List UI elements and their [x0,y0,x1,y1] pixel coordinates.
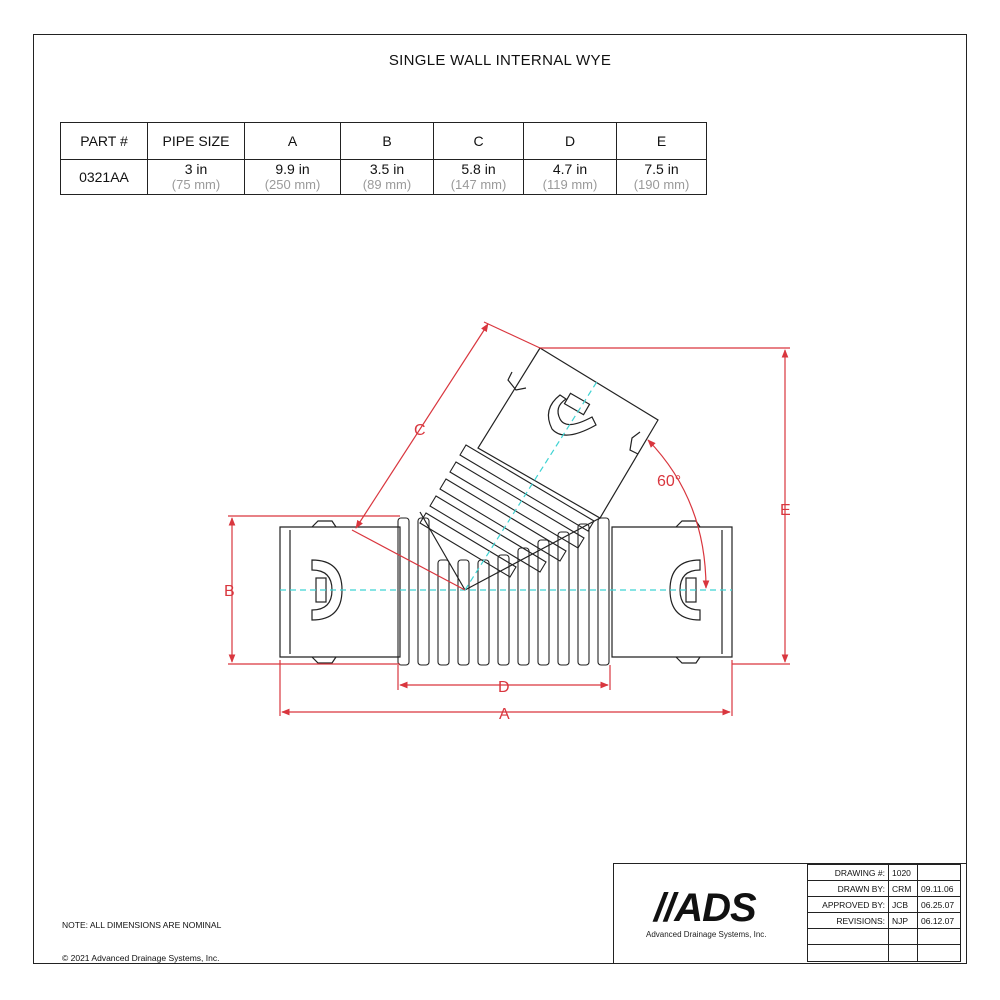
header-e: E [616,122,707,160]
pipe-size-in: 3 in [184,161,208,177]
dimension-lines [228,321,790,716]
drawn-by-label: DRAWN BY: [807,880,889,897]
branch-latch-left [507,371,527,391]
e-mm: (190 mm) [633,177,690,192]
approved-by-label: APPROVED BY: [807,896,889,913]
e-in: 7.5 in [644,161,679,177]
d-in: 4.7 in [552,161,588,177]
label-e: E [780,502,791,519]
left-latch-bottom [311,656,337,664]
right-hub [611,526,733,658]
right-latch-bottom [675,656,701,664]
corrugations [397,517,610,666]
dimensions-table: PART # PIPE SIZE A B C D E 0321AA 3 in(7… [60,122,707,195]
dimension-labels: A D B E C 60° [224,422,791,723]
header-pipe-size: PIPE SIZE [147,122,245,160]
logo-wordmark: //ADS [654,886,757,930]
c-in: 5.8 in [461,161,496,177]
header-part: PART # [60,122,148,160]
approved-by-row: APPROVED BY: JCB 06.25.07 [807,896,961,913]
pipe-size-mm: (75 mm) [171,177,221,192]
dimension-c-line [355,323,489,529]
branch-centerline [464,379,599,591]
left-clip [311,559,343,621]
drawn-by-date: 09.11.06 [917,880,961,897]
c-mm: (147 mm) [450,177,507,192]
centerlines [280,379,732,591]
copyright-text: © 2021 Advanced Drainage Systems, Inc. [62,953,220,963]
cell-c: 5.8 in(147 mm) [433,159,524,195]
main-pipe [279,517,733,666]
header-d: D [523,122,617,160]
branch-hub [477,347,659,519]
b-in: 3.5 in [369,161,405,177]
drawing-number-row: DRAWING #: 1020 [807,864,961,881]
drawing-number-label: DRAWING #: [807,864,889,881]
approved-by-initials: JCB [888,896,918,913]
angle-arc [647,439,710,589]
header-c: C [433,122,524,160]
branch-pipe [419,347,659,591]
label-d: D [498,679,510,696]
revisions-row: REVISIONS: NJP 06.12.07 [807,912,961,929]
branch-clip [547,394,597,436]
a-in: 9.9 in [275,161,310,177]
drawing-title: SINGLE WALL INTERNAL WYE [388,52,612,69]
label-b: B [224,583,235,600]
approved-by-date: 06.25.07 [917,896,961,913]
drawing-number-value: 1020 [888,864,918,881]
left-latch-top [311,520,337,528]
d-mm: (119 mm) [542,177,598,192]
revisions-initials: NJP [888,912,918,929]
drawing-sheet-border [33,34,967,964]
drawn-by-initials: CRM [888,880,918,897]
revisions-date: 06.12.07 [917,912,961,929]
label-c: C [414,422,426,439]
drawn-by-row: DRAWN BY: CRM 09.11.06 [807,880,961,897]
branch-latch-right [629,431,641,455]
title-block-table: DRAWING #: 1020 DRAWN BY: CRM 09.11.06 A… [807,864,961,962]
label-a: A [499,706,510,723]
logo-subtitle: Advanced Drainage Systems, Inc. [646,930,767,939]
ads-logo: //ADS Advanced Drainage Systems, Inc. [614,864,807,963]
cell-e: 7.5 in(190 mm) [616,159,707,195]
label-angle: 60° [657,473,681,490]
cell-d: 4.7 in(119 mm) [523,159,617,195]
dimensions-header-row: PART # PIPE SIZE A B C D E [60,122,707,160]
header-a: A [244,122,341,160]
b-mm: (89 mm) [362,177,412,192]
title-block: //ADS Advanced Drainage Systems, Inc. DR… [613,863,967,964]
cell-a: 9.9 in(250 mm) [244,159,341,195]
table-row: 0321AA 3 in(75 mm) 9.9 in(250 mm) 3.5 in… [60,159,707,195]
a-mm: (250 mm) [264,177,321,192]
revisions-label: REVISIONS: [807,912,889,929]
nominal-dimensions-note: NOTE: ALL DIMENSIONS ARE NOMINAL [62,920,222,930]
